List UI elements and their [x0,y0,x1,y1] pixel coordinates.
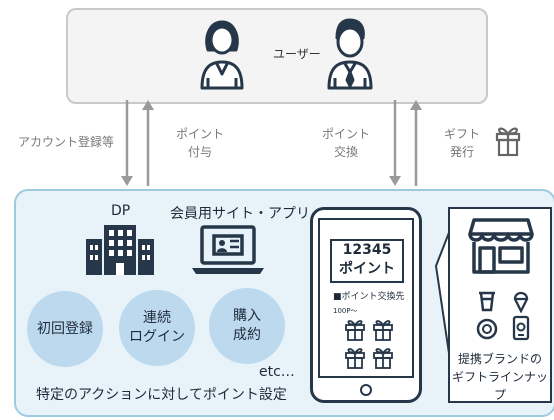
dp-label: DP [111,203,131,219]
plate-icon [476,318,498,340]
exchange-label: ■ポイント交換先 [333,292,405,302]
user-label: ユーザー [273,47,321,61]
point-exchange-label: ポイント交換 [321,127,370,159]
arrow-down-1 [121,100,133,186]
arrow-up-2 [410,100,422,186]
store-icon [468,218,534,274]
member-site-label: 会員用サイト・アプリ [170,206,310,222]
point-grant-label: ポイント付与 [175,127,224,159]
points-value: 12345 [342,242,392,258]
gift-issue-label: ギフト発行 [443,127,480,159]
account-registration-label: アカウント登録等 [18,135,115,149]
etc-label: etc… [259,364,295,380]
action-first-registration: 初回登録 [27,291,103,367]
user-box [66,8,488,104]
device-icon [512,315,530,341]
gift-icon [495,127,521,157]
laptop-icon [192,225,264,274]
footer-label: 特定のアクションに対してポイント設定 [36,387,287,403]
phone-screen [318,218,414,378]
home-button-icon [360,384,372,396]
male-user-icon [327,18,373,90]
brand-caption: 提携ブランドのギフトラインナップ [451,352,548,402]
arrow-up-1 [142,100,154,186]
points-unit: ポイント [339,261,395,277]
action-consecutive-login: 連続ログイン [119,290,195,366]
gift-grid-icon [345,320,393,369]
arrow-down-2 [389,100,401,186]
cup-icon [479,291,495,312]
building-icon [86,225,154,275]
points-display: 12345 ポイント [330,239,404,283]
female-user-icon [200,20,244,90]
action-purchase-contract: 購入成約 [209,288,285,364]
ice-cream-icon [513,291,529,313]
price-label: 100P～ [333,307,358,315]
callout-pointer [434,230,451,361]
